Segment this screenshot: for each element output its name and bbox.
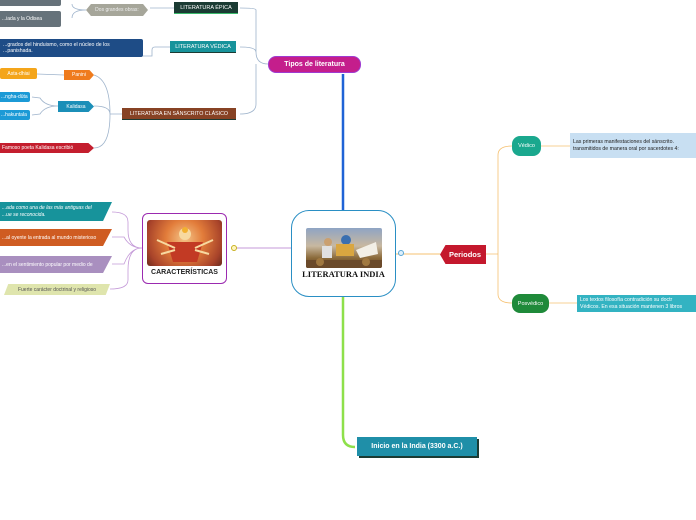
caract-item-2-label: ...al oyente la entrada al mundo misteri…: [2, 234, 97, 241]
node-literatura-vedica[interactable]: LITERATURA VÉDICA: [170, 41, 236, 53]
connector-vedica-text: [143, 46, 170, 57]
kalidasa-label: Kalidasa: [66, 103, 86, 110]
caracteristicas-image: [147, 220, 222, 266]
central-image: [306, 228, 382, 268]
node-posvedico-text[interactable]: Los textos filosofía contradición su doc…: [577, 295, 696, 312]
megha-duta-label: ...ngha-dūta: [1, 94, 28, 100]
vedico-label: Védico: [518, 143, 535, 149]
tipos-literatura-label: Tipos de literatura: [284, 61, 345, 68]
connector-obras-items: [71, 3, 87, 19]
node-caract-item-1[interactable]: ...ada como una de las más antiguas del …: [0, 202, 112, 221]
expand-marker-caracteristicas[interactable]: [231, 245, 237, 251]
connector-sanscrito-subs: [93, 74, 122, 149]
node-epica-item-2[interactable]: ...iada y la Odisea: [0, 11, 61, 27]
expand-marker-periodos[interactable]: [398, 250, 404, 256]
node-sanscrito-clasico[interactable]: LITERATURA EN SÁNSCRITO CLÁSICO: [122, 108, 236, 120]
node-famoso-poeta[interactable]: Famoso poeta Kalidasa escribió: [0, 143, 94, 153]
shakuntala-label: ...hakuntala: [1, 112, 27, 118]
vedica-text-label: ...grados del hinduismo, como el núcleo …: [3, 41, 110, 55]
node-vedico-text[interactable]: Las primeras manifestaciones del sánscri…: [570, 133, 696, 158]
node-asta-dhiai[interactable]: Asta-dhiai: [0, 68, 37, 79]
panini-label: Panini: [72, 72, 86, 78]
periodos-label: Periodos: [448, 250, 482, 259]
node-literatura-epica[interactable]: LITERATURA ÉPICA: [174, 2, 238, 14]
sanscrito-clasico-label: LITERATURA EN SÁNSCRITO CLÁSICO: [129, 110, 229, 117]
epica-item-2-label: ...iada y la Odisea: [2, 16, 43, 22]
node-vedica-text[interactable]: ...grados del hinduismo, como el núcleo …: [0, 39, 143, 57]
literatura-vedica-label: LITERATURA VÉDICA: [175, 43, 231, 50]
node-kalidasa[interactable]: Kalidasa: [58, 101, 94, 112]
node-vedico[interactable]: Védico: [512, 136, 541, 156]
node-megha-duta[interactable]: ...ngha-dūta: [0, 92, 30, 102]
posvedico-text-label: Los textos filosofía contradición su doc…: [580, 297, 683, 310]
famoso-poeta-label: Famoso poeta Kalidasa escribió: [2, 145, 74, 151]
node-caract-item-4[interactable]: Fuerte carácter doctrinal y religioso: [4, 284, 110, 295]
node-inicio-india[interactable]: Inicio en la India (3300 a.C.): [357, 437, 477, 456]
central-title: LITERATURA INDIA: [302, 269, 385, 279]
vedico-text-label: Las primeras manifestaciones del sánscri…: [573, 139, 679, 152]
inicio-india-label: Inicio en la India (3300 a.C.): [371, 443, 463, 450]
node-periodos[interactable]: Periodos: [440, 245, 486, 264]
node-epica-item-1[interactable]: [0, 0, 61, 6]
caract-item-3-label: ...en el sentimiento popular por medio d…: [2, 261, 93, 268]
dos-grandes-obras-label: Dos grandes obras:: [95, 7, 139, 13]
connector-central-inicio: [341, 297, 356, 449]
node-tipos-literatura[interactable]: Tipos de literatura: [268, 56, 361, 73]
node-dos-grandes-obras[interactable]: Dos grandes obras:: [86, 4, 148, 16]
node-caract-item-3[interactable]: ...en el sentimiento popular por medio d…: [0, 256, 112, 273]
posvedico-label: Posvédico: [517, 300, 544, 307]
node-caracteristicas[interactable]: CARACTERÍSTICAS: [142, 213, 227, 284]
node-posvedico[interactable]: Posvédico: [512, 294, 549, 313]
node-shakuntala[interactable]: ...hakuntala: [0, 110, 30, 120]
connector-periodos-subs: [486, 145, 513, 304]
caract-item-4-label: Fuerte carácter doctrinal y religioso: [17, 286, 97, 293]
connector-caract-items: [109, 211, 143, 290]
caract-item-1-label: ...ada como una de las más antiguas del …: [2, 205, 92, 218]
connector-tipos-subs: [239, 7, 269, 115]
node-caract-item-2[interactable]: ...al oyente la entrada al mundo misteri…: [0, 229, 112, 246]
connector-panini-child: [36, 73, 65, 76]
connector-kalidasa-children: [31, 96, 59, 116]
asta-dhiai-label: Asta-dhiai: [7, 70, 30, 77]
caracteristicas-label: CARACTERÍSTICAS: [151, 269, 218, 276]
literatura-epica-label: LITERATURA ÉPICA: [180, 4, 232, 11]
node-panini[interactable]: Panini: [64, 70, 94, 80]
central-node[interactable]: LITERATURA INDIA: [291, 210, 396, 297]
